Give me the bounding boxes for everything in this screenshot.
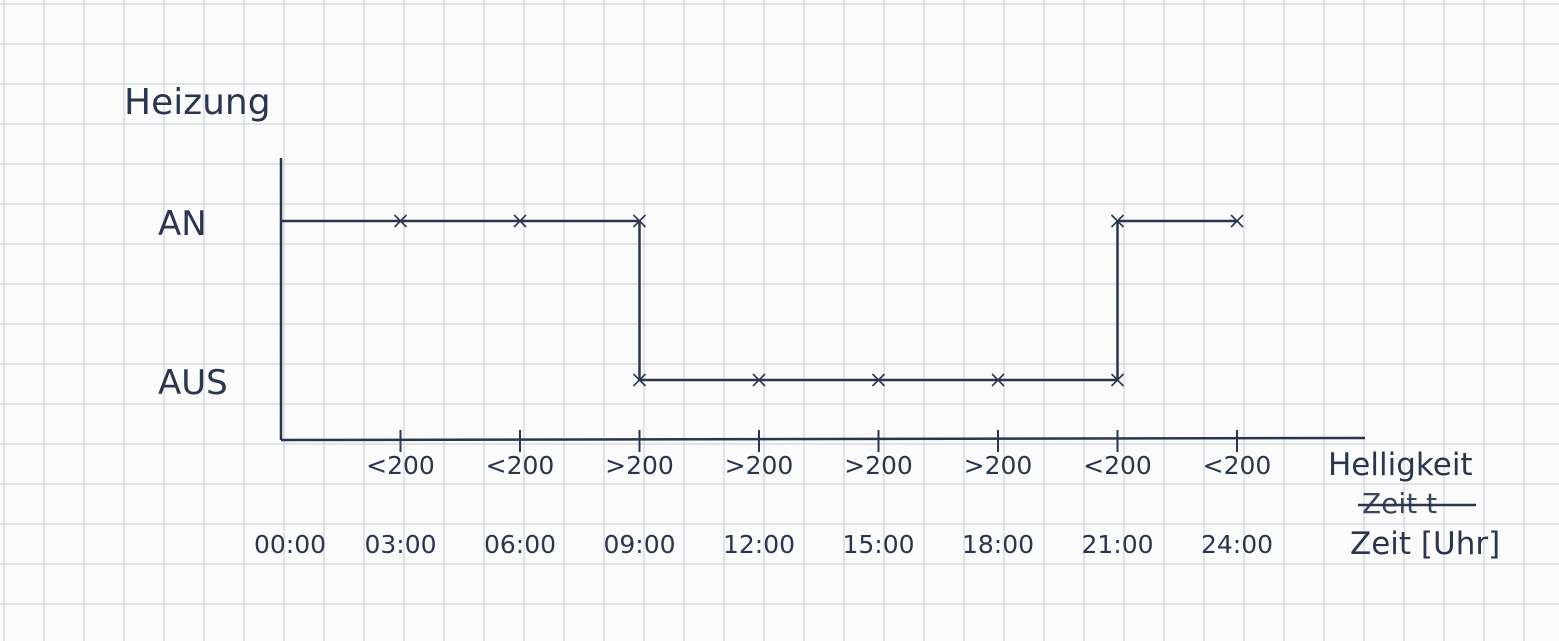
time-label: 18:00 — [962, 530, 1034, 559]
x-axis-title-zeit: Zeit [Uhr] — [1350, 526, 1500, 562]
time-tick-labels: 00:00 03:00 06:00 09:00 12:00 15:00 18:00 21:00… — [254, 530, 1273, 559]
data-point-marker — [871, 373, 886, 387]
time-label: 24:00 — [1201, 530, 1273, 559]
data-point-marker — [393, 214, 408, 228]
helligkeit-label: <200 — [486, 451, 555, 480]
x-axis — [280, 436, 1366, 442]
data-point-marker — [632, 214, 647, 228]
y-category-label: AN — [158, 204, 207, 244]
time-label: 21:00 — [1081, 530, 1153, 559]
x-axis-title-helligkeit: Helligkeit — [1328, 447, 1473, 483]
time-label: 00:00 — [254, 530, 326, 559]
time-label: 03:00 — [364, 530, 436, 559]
helligkeit-label: >200 — [605, 451, 674, 480]
y-category-labels: AUS AN — [158, 204, 228, 403]
x-ticks — [399, 430, 1238, 452]
data-point-marker — [513, 214, 527, 228]
struck-label: Zeit t — [1358, 487, 1476, 520]
data-point-marker — [991, 373, 1005, 387]
helligkeit-tick-labels: <200 <200 >200 >200 >200 >200 <200 <200 — [366, 451, 1271, 480]
time-label: 09:00 — [603, 530, 675, 559]
helligkeit-label: >200 — [964, 451, 1033, 480]
y-axis-title: Heizung — [124, 82, 271, 123]
series-line — [281, 219, 1237, 382]
helligkeit-label: >200 — [844, 451, 913, 480]
y-category-label: AUS — [158, 363, 228, 403]
time-label: 15:00 — [842, 530, 914, 559]
x-axis-title-struck: Zeit t — [1362, 487, 1437, 520]
time-label: 12:00 — [723, 530, 795, 559]
helligkeit-label: <200 — [1083, 451, 1152, 480]
helligkeit-label: >200 — [725, 451, 794, 480]
helligkeit-label: <200 — [1203, 451, 1272, 480]
time-label: 06:00 — [484, 530, 556, 559]
series-heizung — [281, 214, 1244, 387]
data-point-marker — [1110, 214, 1125, 228]
chart-axes — [279, 158, 1366, 442]
data-point-marker — [1110, 373, 1125, 387]
data-point-marker — [632, 373, 647, 387]
helligkeit-label: <200 — [366, 451, 435, 480]
data-point-marker — [1230, 214, 1244, 228]
data-point-marker — [752, 373, 766, 387]
